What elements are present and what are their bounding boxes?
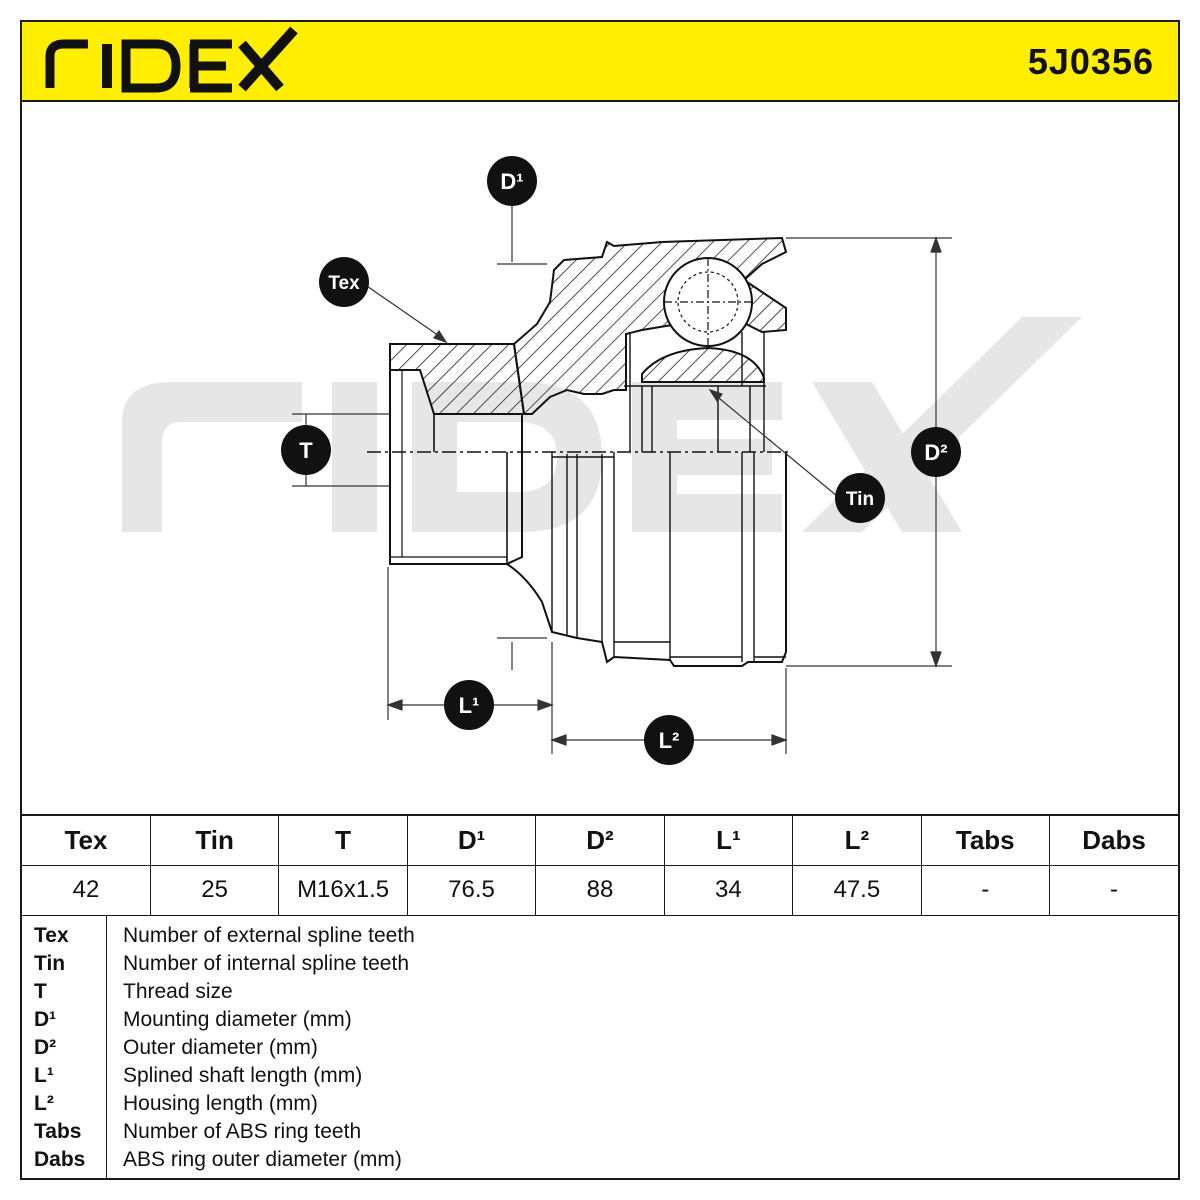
value-tabs: - — [920, 864, 1051, 916]
stub-section — [389, 343, 526, 415]
legend: Tex Number of external spline teeth Tin … — [22, 916, 1178, 1178]
legend-key: Dabs — [34, 1148, 86, 1171]
part-number: 5J0356 — [1027, 41, 1154, 82]
legend-divider — [106, 916, 107, 1178]
svg-text:D¹: D¹ — [500, 169, 523, 194]
legend-key: Tabs — [34, 1120, 82, 1143]
col-header-l2: L² — [792, 814, 922, 866]
svg-text:L²: L² — [659, 728, 680, 753]
col-header-d2: D² — [535, 814, 665, 866]
callout-l1: L¹ — [444, 680, 494, 730]
svg-text:Tin: Tin — [846, 489, 874, 510]
legend-key: Tex — [34, 924, 69, 947]
legend-row: Dabs ABS ring outer diameter (mm) — [22, 1148, 1178, 1176]
col-header-tin: Tin — [149, 814, 280, 866]
ridex-logo — [45, 26, 298, 93]
legend-key: D¹ — [34, 1008, 57, 1031]
callout-l2: L² — [644, 715, 694, 765]
spec-header-row: Tex Tin T D¹ D² L¹ L² Tabs Dabs — [22, 814, 1178, 866]
legend-key: Tin — [34, 952, 66, 975]
legend-desc: Number of internal spline teeth — [123, 952, 409, 975]
cv-joint-drawing: D¹ Tex T D² Tin L¹ L² — [122, 156, 1082, 765]
callout-d1: D¹ — [487, 156, 537, 206]
header-bar: 5J0356 — [22, 22, 1178, 102]
svg-text:T: T — [299, 438, 313, 463]
legend-row: Tin Number of internal spline teeth — [22, 952, 1178, 980]
callout-t: T — [281, 425, 331, 475]
svg-text:D²: D² — [924, 440, 947, 465]
legend-desc: Number of external spline teeth — [123, 924, 415, 947]
inner-race — [641, 346, 765, 383]
legend-row: D¹ Mounting diameter (mm) — [22, 1008, 1178, 1036]
legend-desc: Splined shaft length (mm) — [123, 1064, 363, 1087]
legend-desc: ABS ring outer diameter (mm) — [123, 1148, 402, 1171]
col-header-l1: L¹ — [663, 814, 794, 866]
svg-text:Tex: Tex — [328, 273, 360, 294]
legend-key: L¹ — [34, 1064, 54, 1087]
legend-row: L² Housing length (mm) — [22, 1092, 1178, 1120]
spec-value-row: 42 25 M16x1.5 76.5 88 34 47.5 - - — [22, 864, 1178, 916]
col-header-tex: Tex — [22, 814, 151, 866]
legend-row: L¹ Splined shaft length (mm) — [22, 1064, 1178, 1092]
col-header-t: T — [278, 814, 408, 866]
legend-row: Tex Number of external spline teeth — [22, 924, 1178, 952]
legend-desc: Outer diameter (mm) — [123, 1036, 318, 1059]
callout-tin: Tin — [835, 473, 885, 523]
callout-d2: D² — [911, 427, 961, 477]
legend-desc: Housing length (mm) — [123, 1092, 318, 1115]
legend-desc: Thread size — [123, 980, 233, 1003]
legend-row: D² Outer diameter (mm) — [22, 1036, 1178, 1064]
legend-desc: Mounting diameter (mm) — [123, 1008, 352, 1031]
value-l2: 47.5 — [792, 864, 922, 916]
value-d2: 88 — [535, 864, 665, 916]
legend-key: D² — [34, 1036, 57, 1059]
value-dabs: - — [1049, 864, 1178, 916]
value-tin: 25 — [149, 864, 280, 916]
col-header-d1: D¹ — [406, 814, 537, 866]
callout-tex: Tex — [319, 257, 369, 307]
value-d1: 76.5 — [406, 864, 537, 916]
value-t: M16x1.5 — [278, 864, 408, 916]
svg-text:L¹: L¹ — [459, 693, 480, 718]
legend-desc: Number of ABS ring teeth — [123, 1120, 362, 1143]
legend-row: T Thread size — [22, 980, 1178, 1008]
legend-key: T — [34, 980, 47, 1003]
value-tex: 42 — [22, 864, 151, 916]
spec-sheet: 5J0356 — [20, 20, 1180, 1180]
legend-row: Tabs Number of ABS ring teeth — [22, 1120, 1178, 1148]
value-l1: 34 — [663, 864, 794, 916]
col-header-tabs: Tabs — [920, 814, 1051, 866]
legend-key: L² — [34, 1092, 54, 1115]
col-header-dabs: Dabs — [1049, 814, 1178, 866]
spec-table: Tex Tin T D¹ D² L¹ L² Tabs Dabs 42 25 M1… — [22, 814, 1178, 916]
